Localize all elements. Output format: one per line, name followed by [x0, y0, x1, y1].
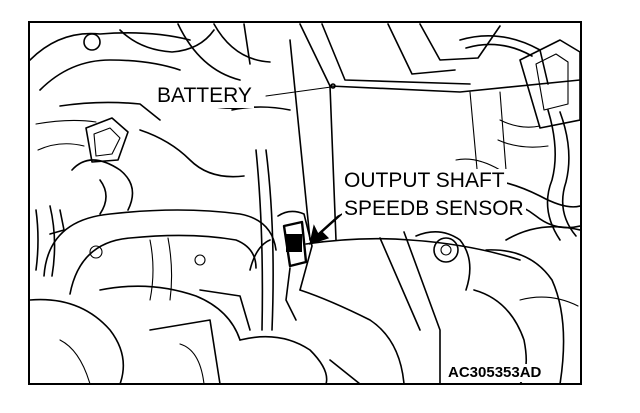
bottom-left-illustration	[30, 245, 405, 383]
speed-sensor-illustration	[249, 210, 313, 321]
hose-illustration	[35, 149, 277, 331]
left-connector-illustration	[71, 117, 245, 215]
battery-leader-line	[265, 86, 332, 97]
upper-left-engine-illustration	[30, 23, 291, 151]
figure-code: AC305353AD	[446, 364, 544, 382]
right-connector-illustration	[497, 39, 580, 241]
sensor-label-line-2: SPEEDB SENSOR	[342, 197, 526, 221]
sensor-pointer-arrow	[309, 213, 343, 245]
battery-label: BATTERY	[155, 84, 254, 108]
battery-illustration	[289, 23, 580, 241]
sensor-label-line-1: OUTPUT SHAFT	[342, 169, 507, 193]
